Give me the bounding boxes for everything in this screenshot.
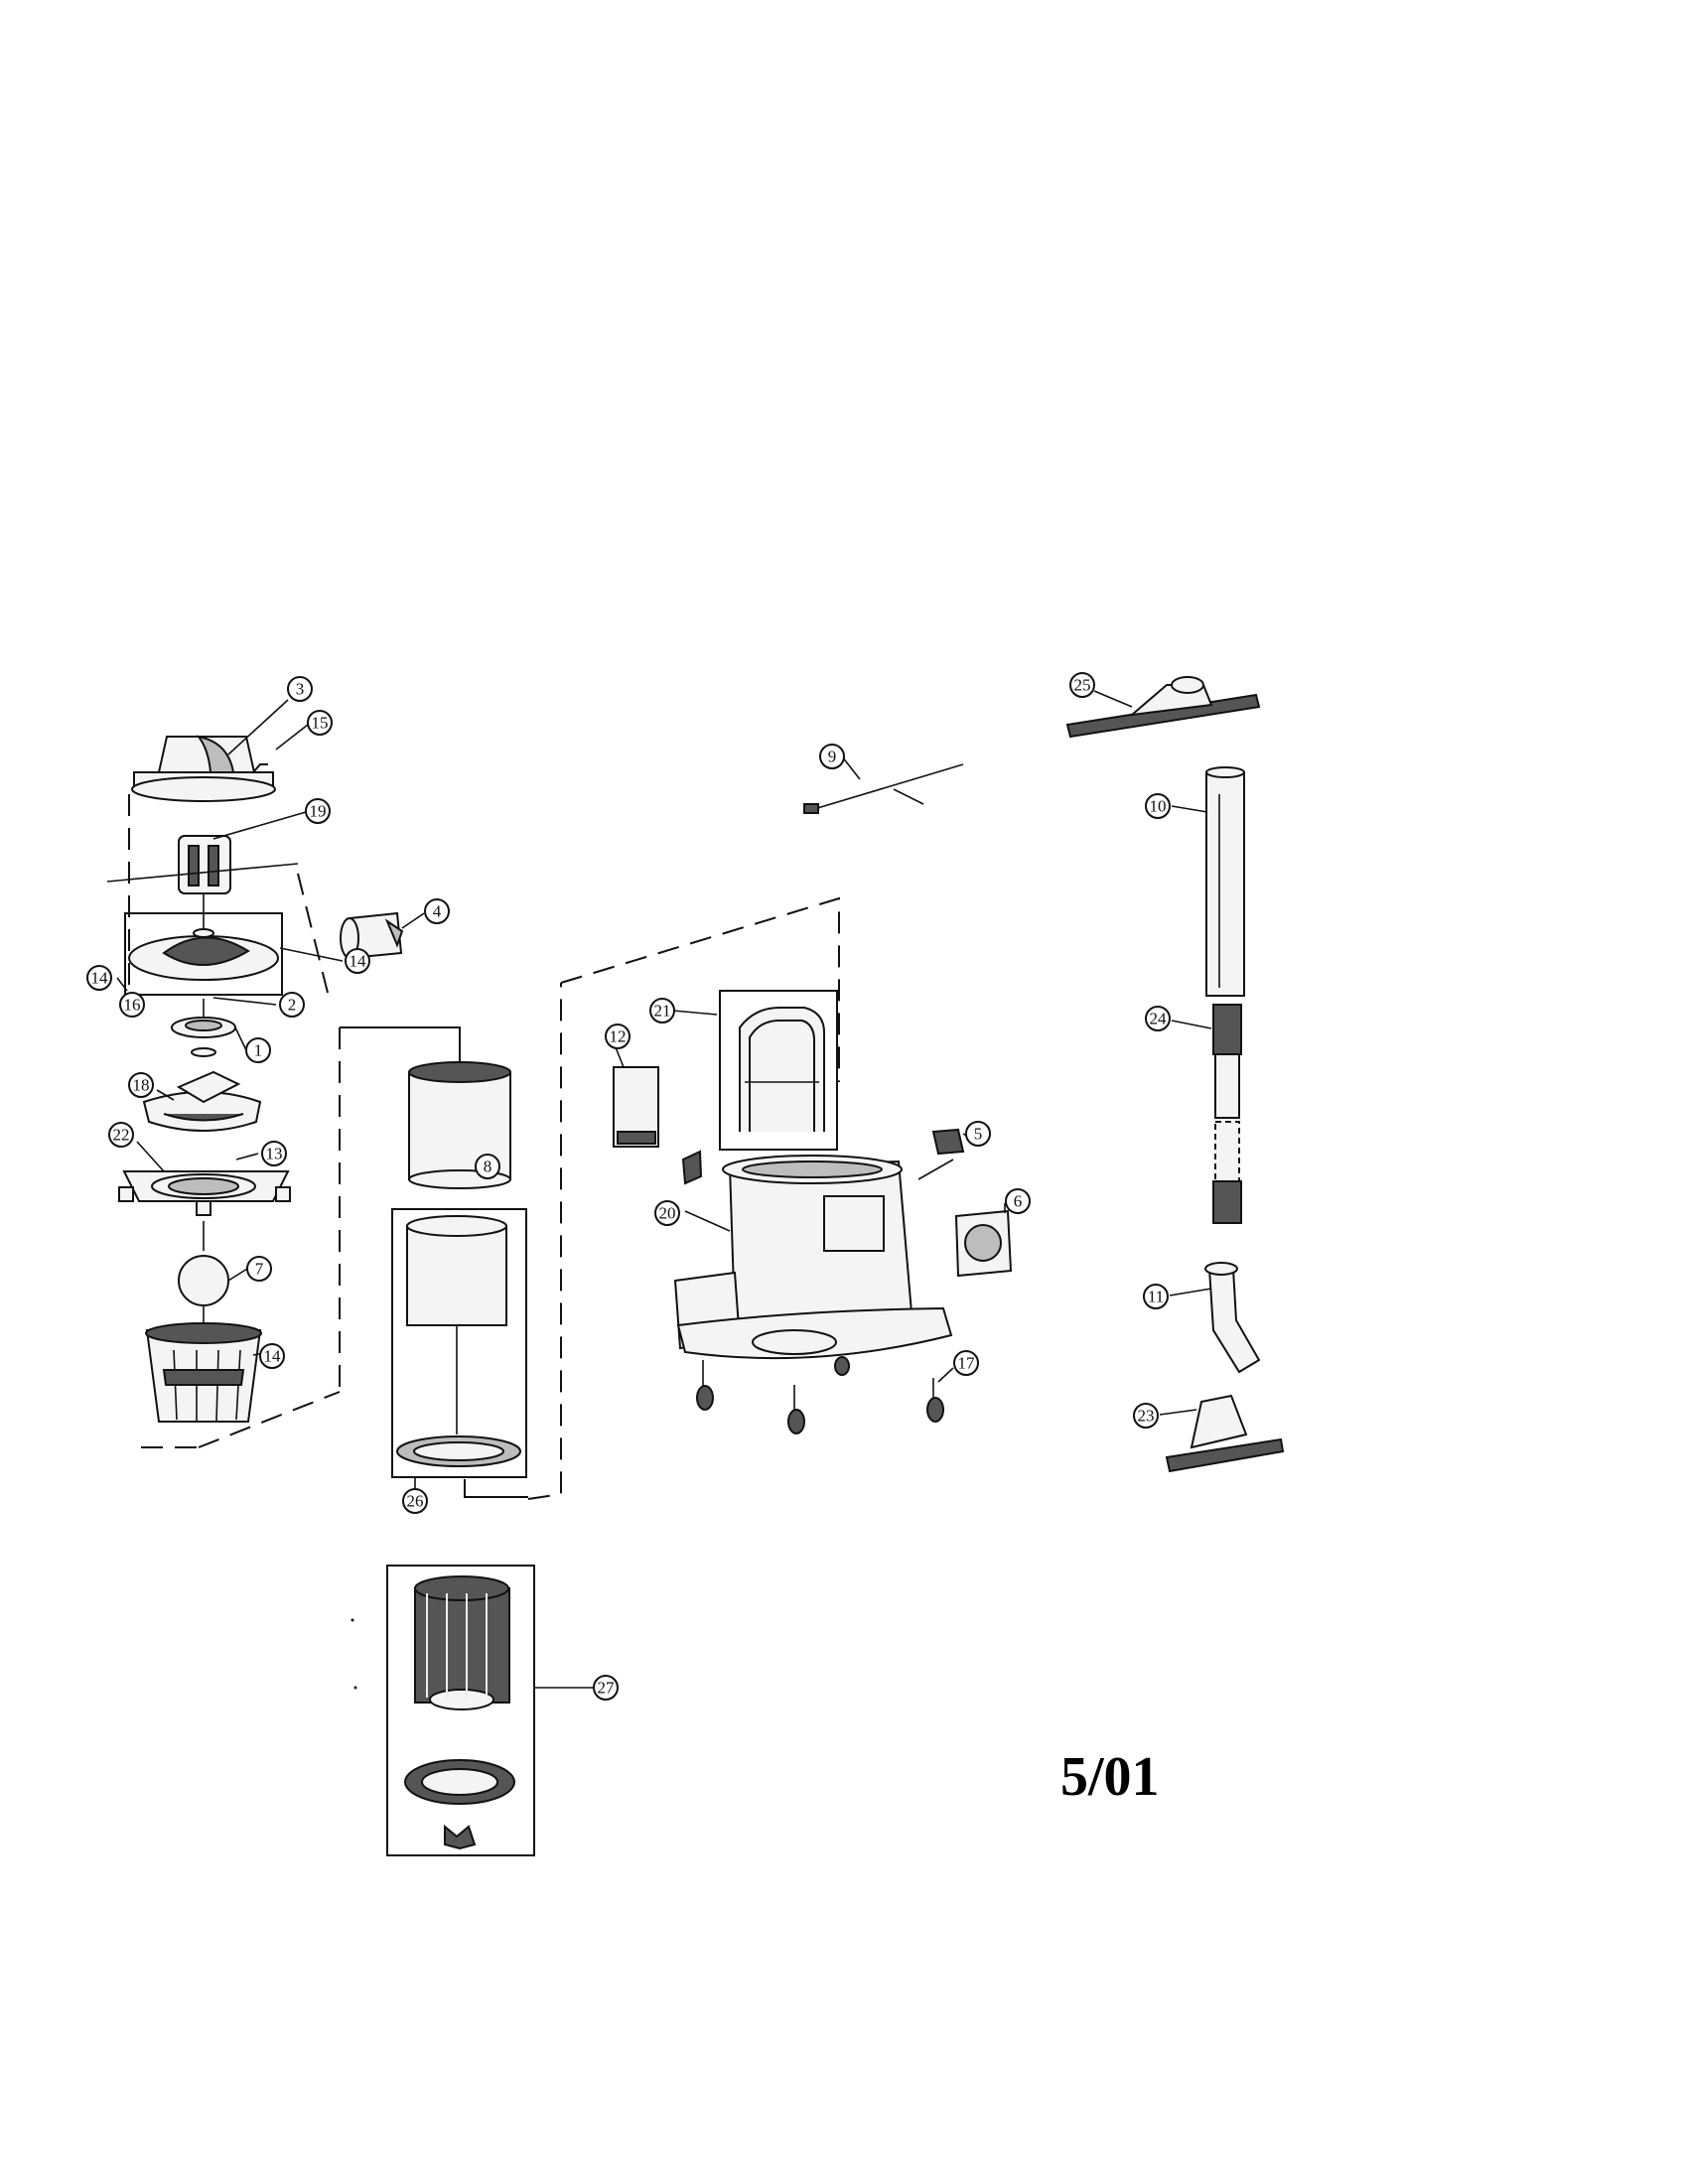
- part-lid-assembly: [124, 912, 283, 996]
- callout-14-lid-left: 14: [86, 965, 112, 991]
- part-filter-lid: [404, 1759, 515, 1805]
- svg-text:24: 24: [1150, 1010, 1168, 1028]
- part-hose: [1212, 1004, 1242, 1224]
- part-power-cord: [803, 763, 964, 814]
- svg-text:7: 7: [255, 1260, 264, 1279]
- callout-21: 21: [649, 998, 675, 1024]
- part-float-cage-top: [142, 1070, 262, 1132]
- callout-2: 2: [279, 992, 305, 1018]
- svg-text:21: 21: [654, 1002, 671, 1021]
- svg-text:25: 25: [1074, 676, 1091, 695]
- part-inlet: [954, 1209, 1013, 1278]
- part-casters: [696, 1356, 944, 1434]
- accessory-parts: [1065, 676, 1285, 1473]
- callout-13: 13: [261, 1141, 287, 1166]
- svg-text:27: 27: [598, 1679, 616, 1698]
- callout-27: 27: [593, 1675, 619, 1701]
- part-gulper-nozzle: [1165, 1394, 1285, 1473]
- callout-19: 19: [305, 798, 331, 824]
- callout-6: 6: [1005, 1188, 1031, 1214]
- svg-text:5: 5: [974, 1125, 983, 1144]
- svg-text:4: 4: [433, 902, 442, 921]
- callout-17: 17: [953, 1350, 979, 1376]
- filter-parts: [339, 983, 594, 1856]
- svg-text:10: 10: [1150, 797, 1167, 816]
- callout-16: 16: [119, 992, 145, 1018]
- part-cartridge-filter: [406, 1215, 507, 1434]
- callout-5: 5: [965, 1121, 991, 1147]
- svg-text:12: 12: [610, 1027, 627, 1046]
- callout-1: 1: [245, 1037, 271, 1063]
- part-accessory-caddy: [613, 1066, 659, 1148]
- part-handle: [739, 1007, 825, 1132]
- part-motor-cover: [131, 735, 276, 802]
- callout-9: 9: [819, 744, 845, 769]
- svg-text:20: 20: [659, 1204, 676, 1223]
- part-cage-plate: [118, 1170, 291, 1251]
- callout-leaders: [116, 690, 1212, 1489]
- part-filter-cage: [145, 1322, 262, 1423]
- svg-text:14: 14: [91, 969, 109, 988]
- svg-text:18: 18: [133, 1076, 150, 1095]
- part-float-ball: [178, 1255, 229, 1306]
- callout-15: 15: [307, 710, 333, 736]
- callout-8: 8: [475, 1154, 500, 1179]
- callout-4: 4: [424, 898, 450, 924]
- filter-box: [391, 1208, 527, 1478]
- part-latch: [931, 1128, 965, 1156]
- svg-text:19: 19: [310, 802, 327, 821]
- svg-text:13: 13: [266, 1145, 283, 1163]
- callout-14-lid-right: 14: [345, 948, 370, 974]
- callout-10: 10: [1145, 793, 1171, 819]
- svg-text:6: 6: [1014, 1192, 1023, 1211]
- svg-text:14: 14: [350, 952, 367, 971]
- callout-14-cage: 14: [259, 1343, 285, 1369]
- part-utility-nozzle: [1204, 1262, 1261, 1374]
- tank-assembly: [560, 763, 1013, 1434]
- callout-12: 12: [605, 1024, 631, 1049]
- svg-text:26: 26: [407, 1492, 424, 1511]
- part-motor: [106, 835, 299, 933]
- part-pleated-filter: [414, 1575, 510, 1710]
- callout-26: 26: [402, 1488, 428, 1514]
- svg-text:16: 16: [124, 996, 141, 1015]
- revision-date: 5/01: [1060, 1746, 1160, 1808]
- svg-text:14: 14: [264, 1347, 282, 1366]
- callout-24: 24: [1145, 1006, 1171, 1031]
- callout-18: 18: [128, 1072, 154, 1098]
- svg-text:15: 15: [312, 714, 329, 733]
- svg-text:9: 9: [828, 748, 837, 766]
- part-extension-wand: [1205, 766, 1245, 997]
- callout-22: 22: [108, 1122, 134, 1148]
- svg-text:23: 23: [1138, 1407, 1155, 1426]
- part-tank: [673, 1155, 953, 1360]
- powerhead-assembly: [106, 735, 404, 1448]
- svg-text:22: 22: [113, 1126, 130, 1145]
- svg-text:11: 11: [1148, 1288, 1164, 1306]
- callout-20: 20: [654, 1200, 680, 1226]
- part-impeller: [171, 999, 236, 1057]
- callout-25: 25: [1069, 672, 1095, 698]
- svg-text:3: 3: [296, 680, 305, 699]
- callout-bubbles: 3 15 19 4 14 14 2 16 1 18 22 13 7 14 8 2…: [86, 672, 1171, 1701]
- part-wing-nut: [444, 1824, 477, 1850]
- callout-7: 7: [246, 1256, 272, 1282]
- svg-text:17: 17: [958, 1354, 976, 1373]
- part-inlet-deflector: [340, 911, 404, 960]
- svg-text:2: 2: [288, 996, 297, 1015]
- part-floor-nozzle: [1065, 676, 1261, 739]
- callout-23: 23: [1133, 1403, 1159, 1429]
- filter-kit-box: [386, 1565, 535, 1856]
- callout-11: 11: [1143, 1284, 1169, 1309]
- svg-text:1: 1: [254, 1041, 263, 1060]
- callout-3: 3: [287, 676, 313, 702]
- svg-text:8: 8: [484, 1158, 492, 1176]
- part-clip: [681, 1150, 703, 1185]
